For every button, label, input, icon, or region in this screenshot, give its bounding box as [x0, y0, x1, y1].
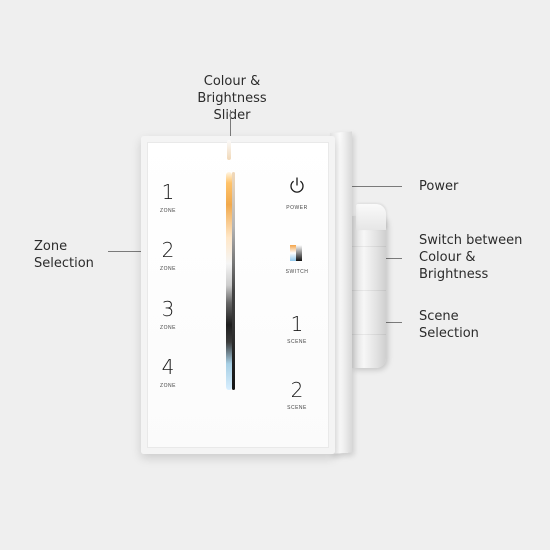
power-caption: POWER	[286, 205, 308, 211]
scene-caption: SCENE	[287, 339, 307, 345]
colour-brightness-slider[interactable]	[226, 172, 232, 390]
scene-callout: Scene Selection	[419, 308, 479, 342]
switch-caption: SWITCH	[285, 269, 309, 275]
power-icon	[290, 177, 304, 193]
slider-callout: Colour & Brightness Slider	[168, 73, 296, 124]
bracket-rib	[352, 246, 386, 247]
zone-number: 1	[161, 180, 175, 204]
power-leader-line	[312, 186, 402, 187]
switch-callout: Switch between Colour & Brightness	[419, 232, 522, 283]
slider-brightness-track	[232, 172, 235, 390]
slider-leader-line	[230, 110, 231, 160]
zone-caption: ZONE	[160, 208, 176, 214]
slider-top-cap	[227, 140, 231, 160]
zone-callout: Zone Selection	[34, 238, 94, 272]
slider-callout-line2: Slider	[213, 108, 251, 123]
scene-caption: SCENE	[287, 405, 307, 411]
switch-callout-line3: Brightness	[419, 267, 489, 282]
colour-brightness-switch-icon	[290, 245, 302, 261]
zone-caption: ZONE	[160, 383, 176, 389]
zone-caption: ZONE	[160, 266, 176, 272]
zone-leader-line	[108, 251, 158, 252]
zone-callout-line2: Selection	[34, 256, 94, 271]
zone-number: 4	[161, 355, 175, 379]
wall-bracket-top	[356, 204, 386, 230]
scene-number: 1	[290, 312, 304, 336]
switch-callout-line1: Switch between	[419, 233, 523, 248]
switch-callout-line2: Colour &	[419, 250, 476, 265]
zone-caption: ZONE	[160, 325, 176, 331]
zone-callout-line1: Zone	[34, 239, 68, 254]
wall-bracket	[352, 216, 386, 368]
zone-number: 2	[161, 238, 175, 262]
slider-callout-line1: Colour & Brightness	[197, 74, 267, 106]
scene-number: 2	[290, 378, 304, 402]
bracket-rib	[352, 334, 386, 335]
power-callout: Power	[419, 178, 458, 195]
bracket-rib	[352, 290, 386, 291]
power-callout-label: Power	[419, 179, 459, 194]
scene-callout-line1: Scene	[419, 309, 459, 324]
scene-callout-line2: Selection	[419, 326, 479, 341]
zone-number: 3	[161, 297, 175, 321]
